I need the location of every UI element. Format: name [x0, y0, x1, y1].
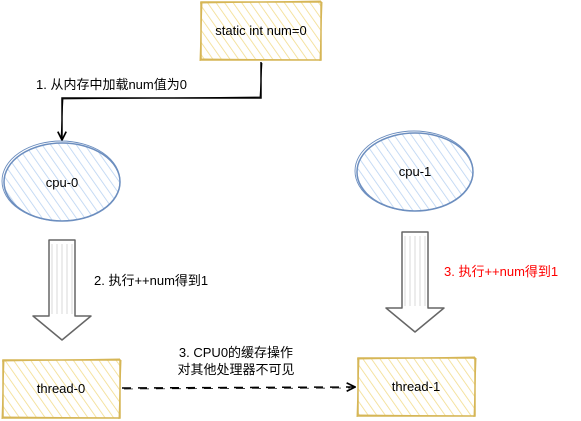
thread-1-node: thread-1 — [356, 356, 477, 418]
cache-invisible-annotation-line2: 对其他处理器不可见 — [177, 362, 294, 377]
memory-variable-box: static int num=0 — [199, 0, 323, 62]
cpu-1-node: cpu-1 — [354, 130, 474, 212]
execute-annotation: 2. 执行++num得到1 — [94, 273, 208, 288]
cpu-1-to-thread-1-arrow — [385, 231, 445, 333]
cache-invisible-annotation-line1: 3. CPU0的缓存操作 — [179, 345, 293, 360]
other-execute-annotation: 3. 执行++num得到1 — [444, 264, 558, 279]
load-arrow — [62, 62, 262, 139]
cpu-0-label: cpu-0 — [46, 175, 79, 190]
cpu-0-node: cpu-0 — [1, 140, 121, 222]
cpu-1-label: cpu-1 — [399, 164, 432, 179]
thread-0-label: thread-0 — [37, 381, 85, 396]
load-annotation: 1. 从内存中加载num值为0 — [36, 77, 187, 92]
thread-0-node: thread-0 — [1, 358, 122, 420]
thread-1-label: thread-1 — [392, 379, 440, 394]
cpu-0-to-thread-0-arrow — [32, 239, 92, 341]
cache-invisible-dashed-arrow — [121, 387, 354, 388]
memory-variable-label: static int num=0 — [215, 23, 306, 38]
